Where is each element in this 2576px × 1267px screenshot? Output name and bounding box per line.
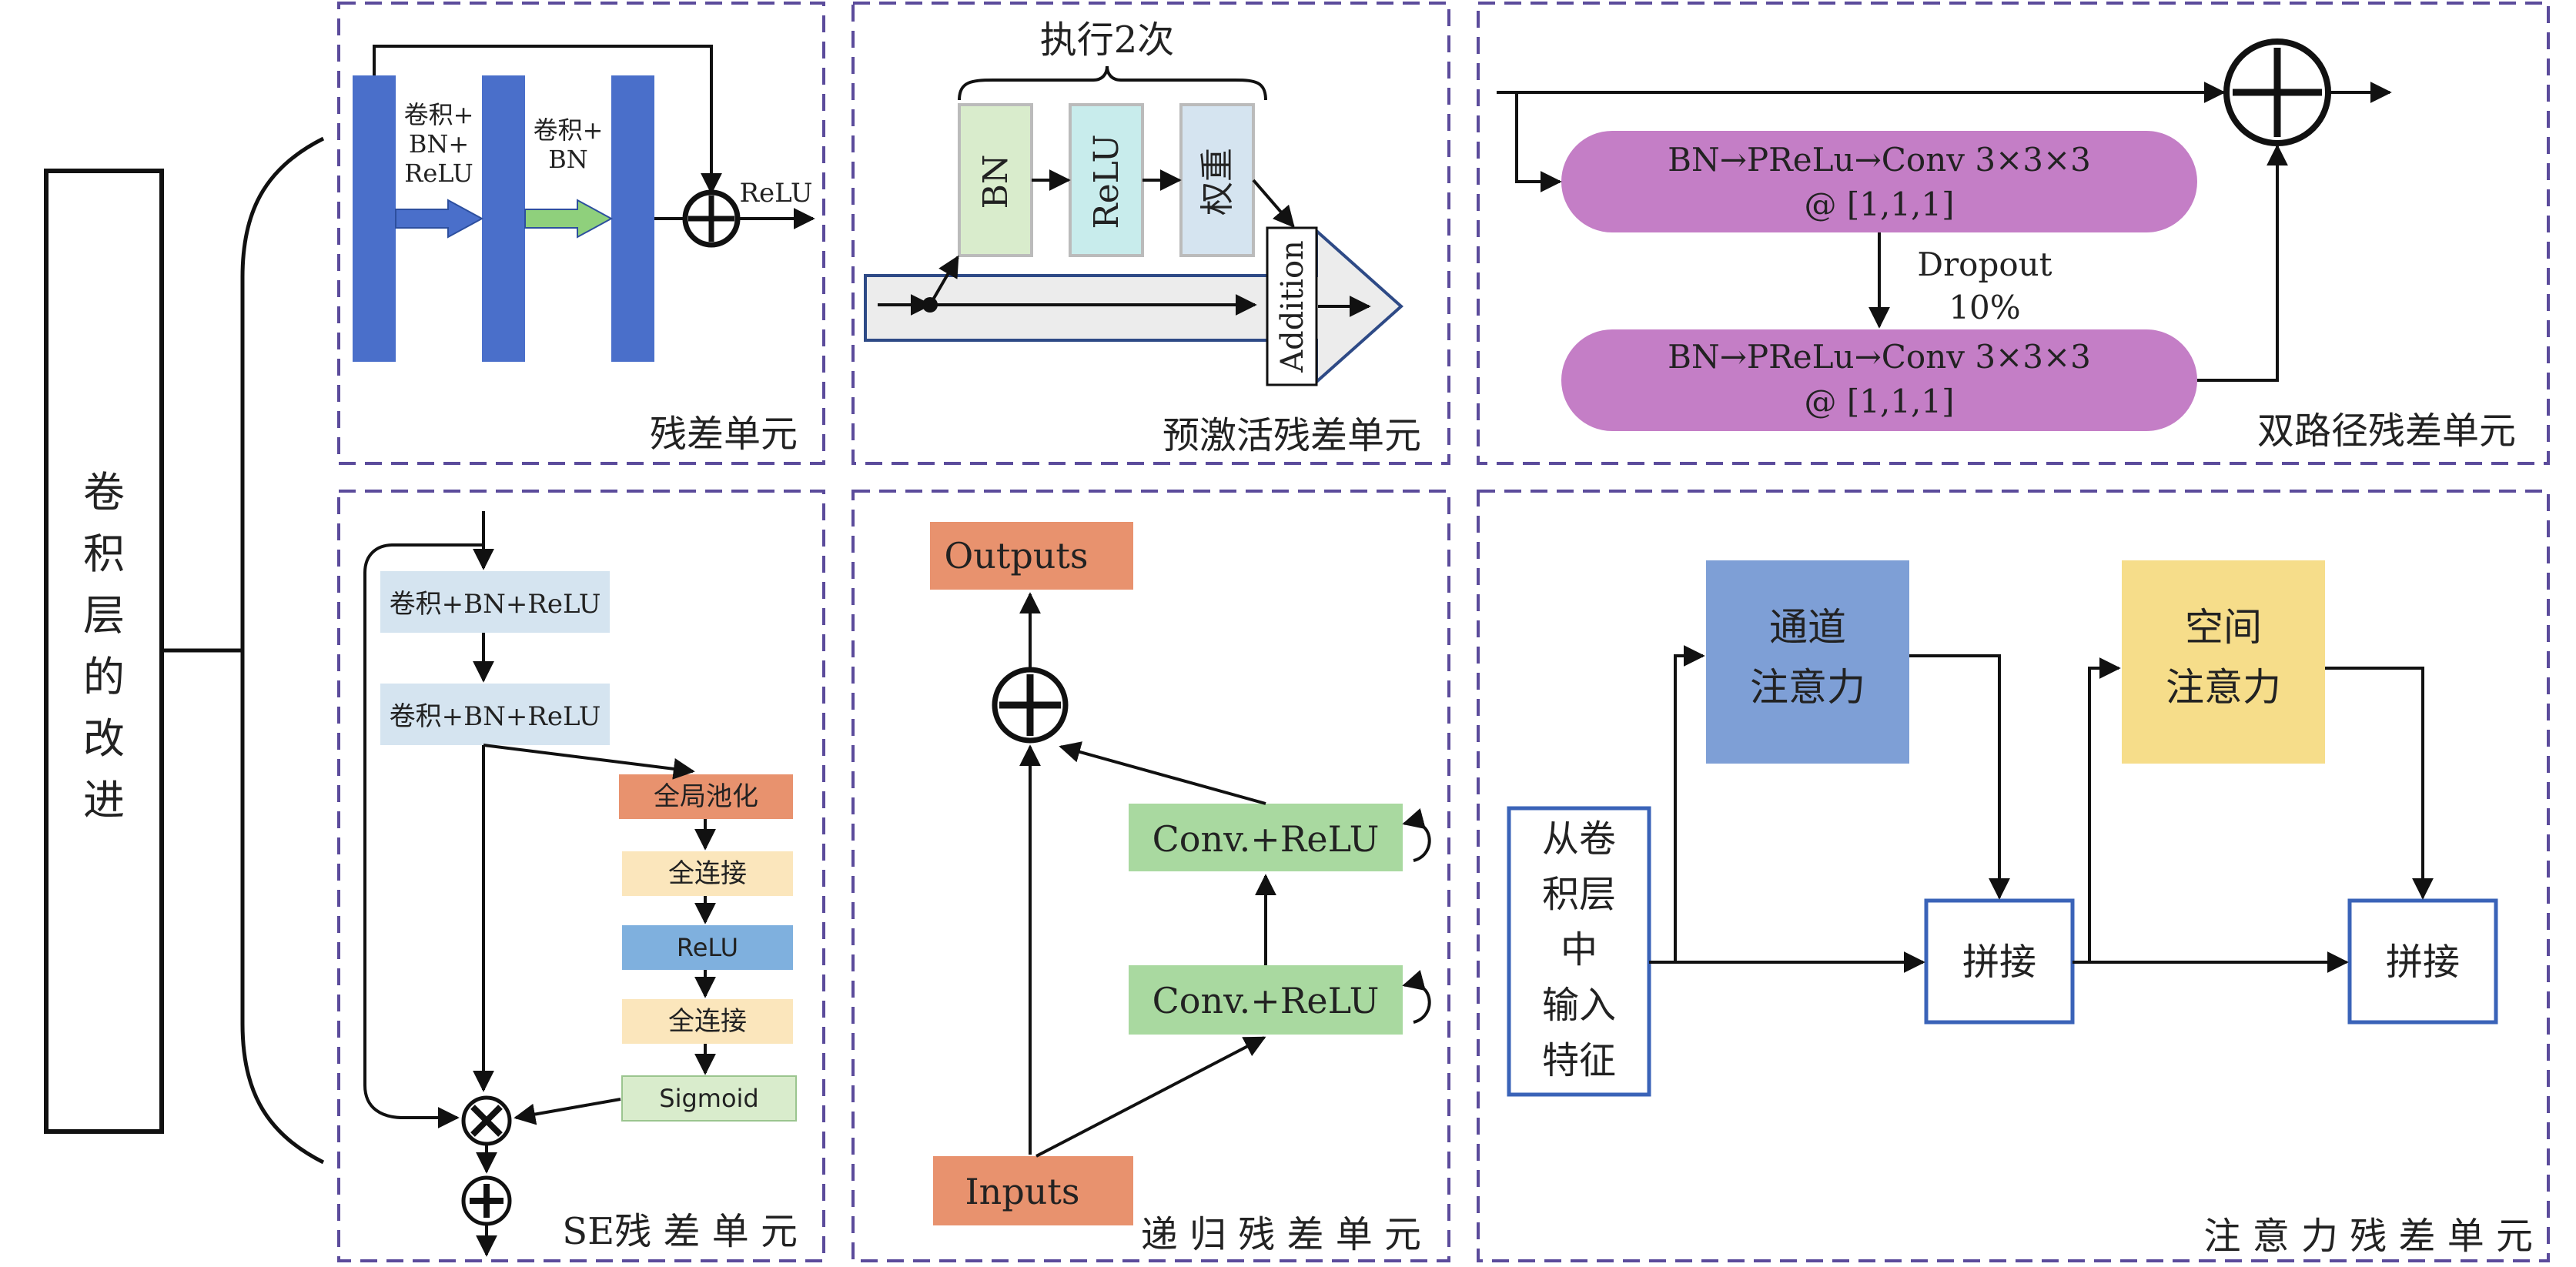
conv-top-label: Conv.+ReLU [1153, 818, 1380, 860]
concat1-box [1924, 898, 2075, 1025]
root-char-6: 进 [83, 776, 125, 824]
spatial-attn-l1: 空间 [2185, 605, 2262, 650]
se-pool-label: 全局池化 [654, 781, 758, 812]
dual-bottom-line1: BN→PReLu→Conv 3×3×3 [1668, 338, 2091, 376]
dual-block-bottom [1561, 329, 2197, 431]
res-label1-l2: BN+ [409, 129, 469, 159]
weight-label: 权重 [1198, 148, 1237, 216]
dropout-label: Dropout [1917, 246, 2052, 283]
root-bracket [162, 136, 325, 1165]
panel-attention: 通道 注意力 空间 注意力 从卷 积层 中 输入 特征 拼接 拼接 注 意 力 … [1507, 560, 2533, 1258]
root-char-2: 积 [83, 530, 125, 578]
outputs-label: Outputs [945, 535, 1089, 577]
conv-bar-1 [353, 75, 396, 362]
root-char-5: 改 [83, 714, 125, 763]
se-conv1-label: 卷积+BN+ReLU [390, 589, 601, 620]
preact-caption: 预激活残差单元 [1163, 414, 1421, 457]
channel-attn-box [1706, 560, 1909, 764]
conv-bottom-box [1129, 965, 1403, 1035]
se-multiply-node [461, 1095, 512, 1146]
panel-dualpath: BN→PReLu→Conv 3×3×3 @ [1,1,1] BN→PReLu→C… [1497, 38, 2516, 453]
input-l1: 从卷 [1542, 817, 1616, 861]
panel-borders [337, 2, 2550, 1262]
se-sigmoid-box [621, 1075, 797, 1122]
res-label1-l3: ReLU [404, 159, 473, 188]
block-arrow-blue [395, 199, 484, 239]
spatial-attn-l2: 注意力 [2166, 665, 2281, 710]
input-l4: 输入 [1542, 984, 1616, 1027]
res-label2-l2: BN [548, 145, 588, 174]
bn-label: BN [976, 155, 1015, 209]
block-arrow-green [524, 199, 614, 239]
se-caption: SE残 差 单 元 [562, 1210, 798, 1253]
concat2-box [2347, 898, 2498, 1025]
panel-se: 卷积+BN+ReLU 卷积+BN+ReLU 全局池化 全连接 ReLU 全连接 … [363, 511, 798, 1257]
conv-top-box [1129, 804, 1403, 871]
dropout-rate: 10% [1949, 289, 2020, 326]
channel-attn-l2: 注意力 [1750, 665, 1865, 710]
conv-bottom-label: Conv.+ReLU [1153, 980, 1380, 1021]
res-label1-l1: 卷积+ [404, 100, 474, 129]
res-relu-label: ReLU [739, 178, 812, 209]
dual-bottom-line2: @ [1,1,1] [1805, 383, 1955, 420]
inputs-label: Inputs [965, 1171, 1080, 1212]
panel-preact: 执行2次 BN ReLU 权重 Addition 预激活残差单元 [864, 18, 1421, 457]
conv-bar-3 [611, 75, 654, 362]
dual-top-line1: BN→PReLu→Conv 3×3×3 [1668, 141, 2091, 179]
root-char-1: 卷 [83, 468, 125, 516]
dual-sum-node [2223, 38, 2331, 146]
concat2-label: 拼接 [2386, 941, 2460, 984]
se-conv1-box [380, 571, 610, 633]
input-feature-box [1507, 806, 1651, 1097]
dual-top-line2: @ [1,1,1] [1805, 186, 1955, 223]
addition-box [1266, 226, 1318, 386]
skip-line [373, 45, 722, 195]
input-l2: 积层 [1542, 873, 1616, 916]
input-l5: 特征 [1542, 1039, 1616, 1082]
se-fc2-label: 全连接 [668, 1006, 747, 1037]
residual-caption: 残差单元 [650, 413, 798, 456]
se-relu-label: ReLU [677, 933, 738, 962]
se-fc1-label: 全连接 [668, 858, 747, 889]
weight-box [1179, 103, 1255, 257]
concat1-label: 拼接 [1962, 941, 2036, 984]
root-node: 卷 积 层 的 改 进 [44, 169, 164, 1134]
root-char-4: 的 [83, 653, 125, 701]
preact-repeat-label: 执行2次 [1040, 18, 1175, 62]
self-loop-bottom [1402, 970, 1431, 1024]
se-sum-node [461, 1175, 512, 1226]
channel-attn-l1: 通道 [1769, 605, 1846, 650]
addition-label: Addition [1275, 240, 1310, 373]
se-conv2-box [380, 684, 610, 745]
attention-caption: 注 意 力 残 差 单 元 [2203, 1215, 2533, 1258]
dual-block-top [1561, 131, 2197, 232]
input-l3: 中 [1561, 928, 1597, 971]
se-fc1-box [622, 851, 793, 896]
se-pool-box [619, 774, 793, 819]
panel-residual: 卷积+ BN+ ReLU 卷积+ BN ReLU 残差单元 [353, 45, 815, 456]
spatial-attn-box [2122, 560, 2325, 764]
conv-bar-2 [482, 75, 525, 362]
bn-box [958, 103, 1033, 257]
preact-relu-label: ReLU [1087, 134, 1126, 229]
dualpath-caption: 双路径残差单元 [2257, 410, 2516, 453]
se-conv2-label: 卷积+BN+ReLU [390, 701, 601, 732]
se-sigmoid-label: Sigmoid [659, 1084, 758, 1113]
panel-recursive: Outputs Inputs Conv.+ReLU Conv.+ReLU 递 归… [930, 522, 1431, 1256]
repeat-brace [958, 65, 1267, 101]
inputs-box [933, 1156, 1133, 1225]
self-loop-top [1402, 808, 1431, 862]
root-char-3: 层 [83, 591, 125, 640]
relu-box [1069, 103, 1144, 257]
rec-sum-node [992, 667, 1069, 744]
se-relu-box [622, 925, 793, 970]
outputs-box [930, 522, 1133, 590]
res-label2-l1: 卷积+ [534, 115, 604, 145]
recursive-caption: 递 归 残 差 单 元 [1141, 1213, 1421, 1256]
sum-node [682, 189, 741, 248]
se-fc2-box [622, 999, 793, 1044]
